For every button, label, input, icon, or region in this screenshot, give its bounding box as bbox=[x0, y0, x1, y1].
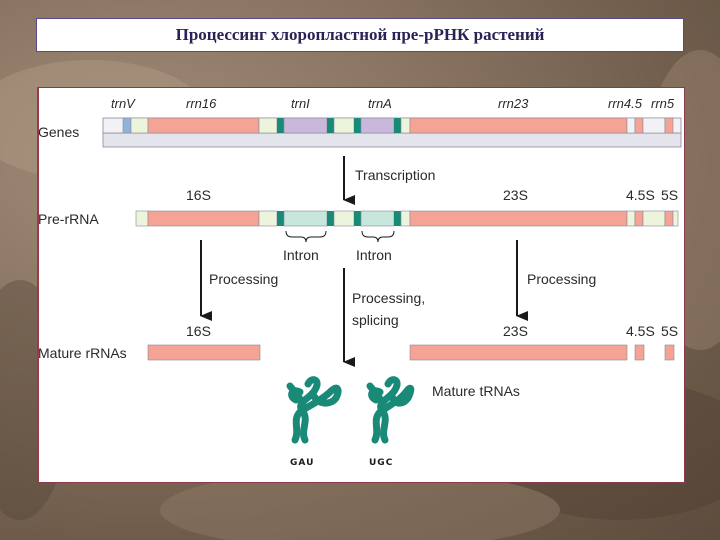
mature-23s-bar bbox=[409, 344, 628, 361]
mature-16s-bar bbox=[147, 344, 261, 361]
pre-rrna-row-label: Pre-rRNA bbox=[38, 211, 99, 227]
intron-2-label: Intron bbox=[356, 247, 392, 263]
gene-trnI-exon bbox=[277, 118, 284, 133]
gene-label-trnA: trnA bbox=[368, 96, 392, 111]
mature-5s-bar bbox=[664, 344, 675, 361]
intron-2-brace bbox=[361, 230, 395, 243]
pre-5s-label: 5S bbox=[661, 187, 678, 203]
spacer bbox=[130, 117, 149, 134]
spacer bbox=[333, 210, 355, 227]
processing-left-label: Processing bbox=[209, 271, 278, 287]
intron-1-segment bbox=[283, 210, 328, 227]
gene-label-rrn23: rrn23 bbox=[498, 96, 529, 111]
pre-rrna-bar bbox=[135, 210, 679, 227]
mature-trna-1 bbox=[286, 376, 342, 444]
pre-4-5s-segment bbox=[634, 210, 644, 227]
processing-right-label: Processing bbox=[527, 271, 596, 287]
exon bbox=[394, 211, 401, 226]
spacer bbox=[642, 117, 666, 134]
pre-5s-segment bbox=[664, 210, 674, 227]
gene-label-rrn16: rrn16 bbox=[186, 96, 217, 111]
spacer bbox=[642, 210, 666, 227]
anticodon-1-label: GAU bbox=[290, 458, 314, 468]
spacer bbox=[135, 210, 149, 227]
gene-trnV bbox=[122, 117, 132, 134]
anticodon-2-label: UGC bbox=[369, 458, 393, 468]
pre-16s-label: 16S bbox=[186, 187, 211, 203]
transcription-label: Transcription bbox=[355, 167, 435, 183]
intron-1-brace bbox=[285, 230, 327, 243]
spacer bbox=[626, 117, 636, 134]
spacer bbox=[626, 210, 636, 227]
mature-23s-label: 23S bbox=[503, 323, 528, 339]
mature-16s-label: 16S bbox=[186, 323, 211, 339]
pre-23s-segment bbox=[409, 210, 628, 227]
gene-trnA-intron bbox=[360, 117, 395, 134]
dna-bottom-strand bbox=[102, 132, 682, 148]
gene-trnA-exon bbox=[394, 118, 401, 133]
gene-trnA-exon bbox=[354, 118, 361, 133]
gene-label-rrn5: rrn5 bbox=[651, 96, 675, 111]
spacer bbox=[400, 210, 411, 227]
exon bbox=[354, 211, 361, 226]
gene-label-trnV: trnV bbox=[111, 96, 136, 111]
gene-rrn23 bbox=[409, 117, 628, 134]
spacer bbox=[333, 117, 355, 134]
gene-label-rrn4-5: rrn4.5 bbox=[608, 96, 643, 111]
spacer bbox=[258, 210, 278, 227]
mature-rrnas-row-label: Mature rRNAs bbox=[38, 345, 127, 361]
gene-rrn16 bbox=[147, 117, 260, 134]
pre-23s-label: 23S bbox=[503, 187, 528, 203]
mature-trnas-label: Mature tRNAs bbox=[432, 383, 520, 399]
page-title: Процессинг хлоропластной пре-рРНК растен… bbox=[175, 25, 545, 44]
spacer bbox=[400, 117, 411, 134]
spacer bbox=[258, 117, 278, 134]
mature-4-5s-bar bbox=[634, 344, 645, 361]
genes-dna bbox=[102, 117, 682, 148]
processing-splicing-label-1: Processing, bbox=[352, 290, 425, 306]
mature-4-5s-label: 4.5S bbox=[626, 323, 655, 339]
intron-1-label: Intron bbox=[283, 247, 319, 263]
mature-trna-2 bbox=[366, 376, 415, 444]
pre-16s-segment bbox=[147, 210, 260, 227]
mature-5s-label: 5S bbox=[661, 323, 678, 339]
pre-4-5s-label: 4.5S bbox=[626, 187, 655, 203]
diagram-panel bbox=[37, 87, 685, 483]
gene-trnI-intron bbox=[283, 117, 328, 134]
exon bbox=[277, 211, 284, 226]
processing-splicing-label-2: splicing bbox=[352, 312, 399, 328]
exon bbox=[327, 211, 334, 226]
gene-trnI-exon bbox=[327, 118, 334, 133]
spacer bbox=[672, 210, 679, 227]
gene-rrn4-5 bbox=[634, 117, 644, 134]
gene-label-trnI: trnI bbox=[291, 96, 310, 111]
title-box: Процессинг хлоропластной пре-рРНК растен… bbox=[36, 18, 684, 52]
intron-2-segment bbox=[360, 210, 395, 227]
gene-rrn5 bbox=[664, 117, 674, 134]
genes-row-label: Genes bbox=[38, 124, 79, 140]
